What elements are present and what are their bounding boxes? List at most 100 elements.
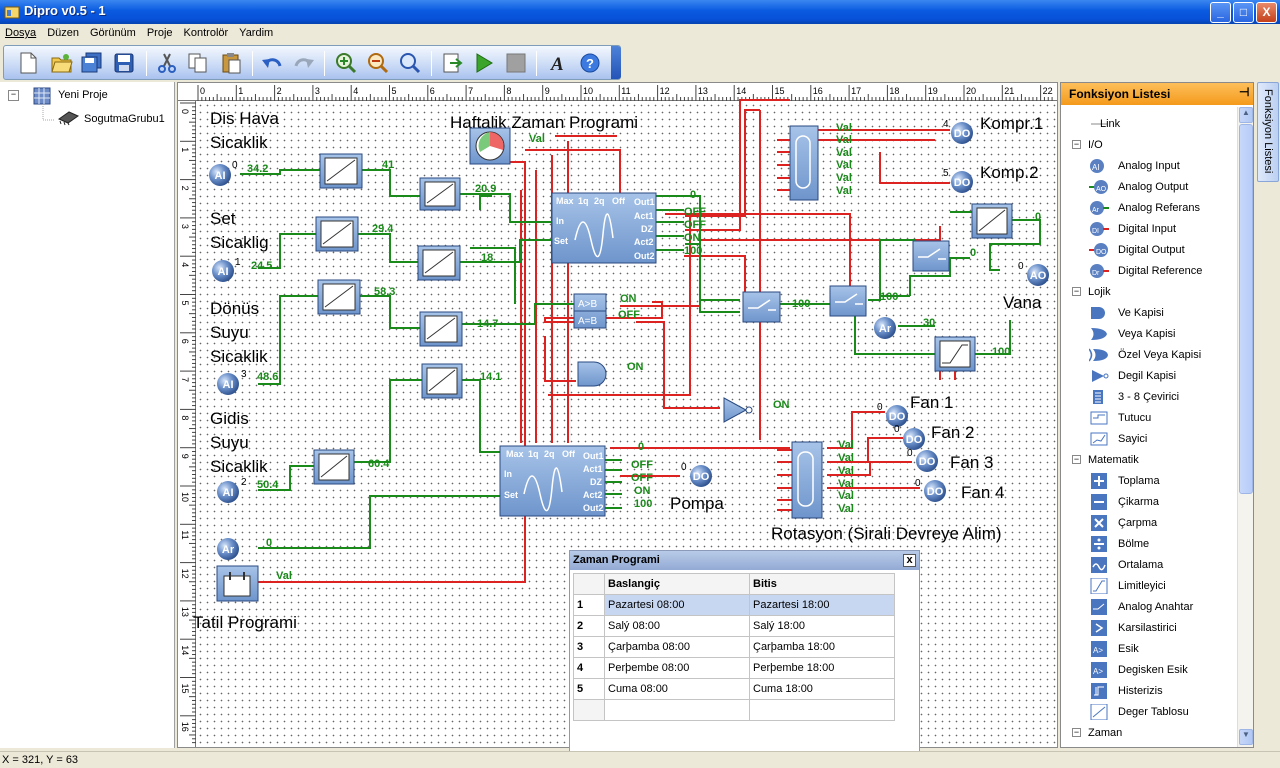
link-icon: [1091, 123, 1107, 125]
scroll-thumb[interactable]: [1239, 124, 1253, 494]
function-list-side-tab[interactable]: Fonksiyon Listesi: [1257, 82, 1279, 182]
run-button[interactable]: [471, 50, 497, 76]
help-button[interactable]: ?: [577, 50, 603, 76]
scroll-up-icon[interactable]: ▲: [1239, 107, 1253, 123]
menu-bar: Dosya Düzen Görünüm Proje Kontrolör Yardim: [0, 24, 1280, 44]
open-button[interactable]: [49, 50, 75, 76]
or-gate-icon: [1091, 328, 1107, 340]
pin-icon[interactable]: ⊣: [1239, 85, 1250, 99]
svg-text:?: ?: [586, 56, 594, 71]
ruler-label: 13: [180, 607, 190, 617]
not-gate-icon: [1092, 370, 1109, 382]
ruler-label: 15: [775, 86, 785, 96]
ruler-label: 3: [180, 224, 190, 229]
zoom-out-button[interactable]: [365, 50, 391, 76]
table-row-new[interactable]: [573, 699, 895, 721]
project-icon: [33, 87, 51, 105]
function-list-scrollbar[interactable]: ▲ ▼: [1237, 107, 1253, 747]
zoom-fit-icon: [400, 53, 421, 74]
schedule-close-button[interactable]: x: [903, 554, 916, 567]
ruler-label: 22: [1043, 86, 1053, 96]
save-all-icon: [81, 52, 102, 73]
ruler-label: 10: [583, 86, 593, 96]
latch-icon: [1090, 411, 1108, 425]
tree-child-label[interactable]: SogutmaGrubu1: [84, 113, 165, 125]
ruler-label: 15: [180, 684, 190, 694]
toolbar-grip[interactable]: [611, 46, 621, 79]
maximize-button[interactable]: □: [1233, 2, 1254, 23]
copy-button[interactable]: [185, 50, 211, 76]
tree-collapse-toggle[interactable]: −: [8, 90, 19, 101]
ruler-label: 19: [928, 86, 938, 96]
ruler-label: 18: [889, 86, 899, 96]
export-icon: [443, 53, 463, 73]
paste-icon: [222, 53, 241, 74]
ruler-label: 0: [200, 86, 205, 96]
font-icon: A: [550, 54, 564, 74]
zoom-fit-button[interactable]: [397, 50, 423, 76]
function-list-title: Fonksiyon Listesi: [1069, 87, 1171, 101]
hysteresis-icon: [1091, 683, 1107, 699]
ruler-label: 14: [736, 86, 746, 96]
help-icon: ?: [580, 53, 600, 73]
cut-icon: [158, 53, 176, 73]
tree-root-label[interactable]: Yeni Proje: [58, 89, 108, 101]
cut-button[interactable]: [154, 50, 180, 76]
stop-icon: [506, 53, 526, 73]
ruler-label: 5: [392, 86, 397, 96]
svg-text:DO: DO: [1096, 249, 1107, 256]
menu-duzen[interactable]: Düzen: [47, 27, 79, 39]
ruler-label: 6: [180, 339, 190, 344]
copy-icon: [188, 53, 207, 73]
zoom-in-button[interactable]: [333, 50, 359, 76]
minimize-button[interactable]: _: [1210, 2, 1231, 23]
ruler-label: 9: [180, 454, 190, 459]
menu-gorunum[interactable]: Görünüm: [89, 27, 136, 39]
close-button[interactable]: X: [1256, 2, 1277, 23]
and-gate-icon: [1091, 307, 1105, 319]
menu-kontrolor[interactable]: Kontrolör: [183, 27, 229, 39]
save-all-button[interactable]: [79, 50, 105, 76]
svg-text:DI: DI: [1092, 228, 1099, 235]
save-button[interactable]: [111, 50, 137, 76]
svg-text:AO: AO: [1096, 186, 1107, 193]
ruler-label: 16: [180, 722, 190, 732]
status-bar: X = 321, Y = 63: [0, 751, 1280, 768]
ruler-label: 7: [468, 86, 473, 96]
header-baslangic[interactable]: Baslangiç: [604, 573, 750, 595]
stop-button[interactable]: [503, 50, 529, 76]
ruler-label: 7: [180, 377, 190, 382]
add-icon: [1091, 473, 1107, 489]
title-bar: Dipro v0.5 - 1 _ □ X: [0, 0, 1280, 24]
window-title: Dipro v0.5 - 1: [24, 3, 106, 18]
ruler-label: 4: [353, 86, 358, 96]
header-bitis[interactable]: Bitis: [749, 573, 895, 595]
paste-button[interactable]: [218, 50, 244, 76]
analog-switch-icon: [1091, 599, 1107, 615]
menu-dosya[interactable]: Dosya: [5, 27, 37, 39]
tree-lines: [42, 104, 55, 121]
decoder-icon: [1093, 390, 1103, 404]
redo-button[interactable]: [291, 50, 317, 76]
ruler-label: 4: [180, 262, 190, 267]
menu-proje[interactable]: Proje: [146, 27, 173, 39]
ruler-label: 21: [1004, 86, 1014, 96]
font-button[interactable]: A: [545, 50, 571, 76]
schedule-window-title: Zaman Programi: [570, 551, 919, 570]
new-button[interactable]: [15, 50, 41, 76]
menu-yardim[interactable]: Yardim: [239, 27, 274, 39]
zoom-in-icon: [336, 53, 357, 74]
function-list-header: Fonksiyon Listesi ⊣: [1061, 83, 1253, 105]
undo-button[interactable]: [259, 50, 285, 76]
export-button[interactable]: [440, 50, 466, 76]
analog-input-icon: AI: [1090, 159, 1104, 173]
scroll-down-icon[interactable]: ▼: [1239, 729, 1253, 745]
